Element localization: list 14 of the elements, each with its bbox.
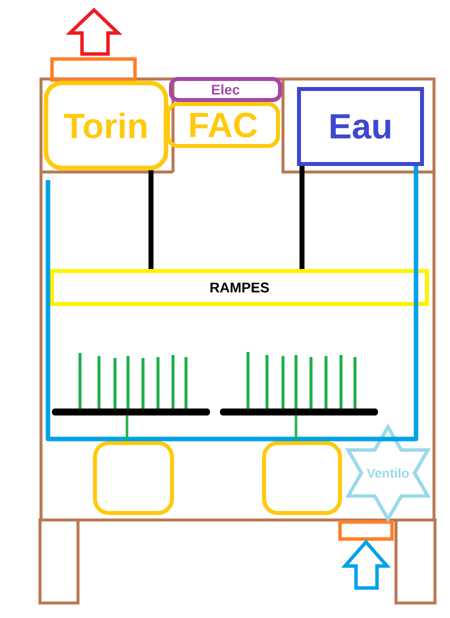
empty-box (93, 441, 174, 515)
connector-line (294, 416, 298, 441)
connector-line (126, 416, 128, 441)
burner-rack (52, 353, 210, 416)
rounded-box: Torin (44, 80, 168, 170)
connector-line (46, 166, 418, 442)
connector-line (148, 170, 154, 269)
rounded-box: FAC (166, 102, 280, 148)
connector-line (300, 166, 304, 269)
box: Eau (297, 87, 424, 166)
box: RAMPES (50, 269, 429, 306)
burner-rack (220, 352, 378, 416)
empty-box (262, 441, 342, 515)
rounded-box: Elec (169, 77, 282, 102)
